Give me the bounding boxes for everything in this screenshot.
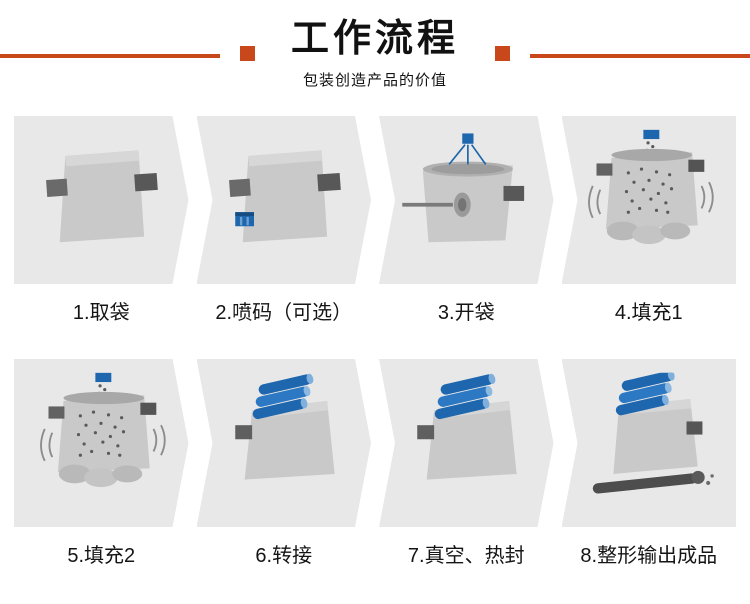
step-cell-4: 4.填充1 xyxy=(561,116,736,325)
workflow-steps: 1.取袋 2.喷码（可选） 3.开袋 4.填充1 5.填充2 xyxy=(0,116,750,568)
bag-transfer-icon xyxy=(209,370,359,516)
left-accent-rule xyxy=(0,54,220,58)
bag-vacuum-seal-icon xyxy=(391,370,541,516)
bag-inkjet-coding-icon xyxy=(209,127,359,273)
bag-opening-icon xyxy=(391,127,541,273)
step-label-2: 2.喷码（可选） xyxy=(215,302,353,324)
step-label-4: 4.填充1 xyxy=(614,302,683,324)
step-panel-3 xyxy=(379,116,554,284)
step-label-5: 5.填充2 xyxy=(67,545,136,567)
step-cell-1: 1.取袋 xyxy=(14,116,189,325)
right-accent-square xyxy=(495,46,511,61)
step-panel-6 xyxy=(197,359,372,527)
step-label-7: 7.真空、热封 xyxy=(407,545,525,567)
step-label-6: 6.转接 xyxy=(255,545,313,567)
step-cell-6: 6.转接 xyxy=(197,359,372,568)
left-accent-square xyxy=(240,46,255,61)
workflow-row-1: 1.取袋 2.喷码（可选） 3.开袋 4.填充1 xyxy=(14,116,736,325)
step-label-8: 8.整形输出成品 xyxy=(580,545,718,567)
step-cell-2: 2.喷码（可选） xyxy=(197,116,372,325)
bag-filling-icon xyxy=(26,370,176,516)
step-label-3: 3.开袋 xyxy=(437,302,495,324)
step-cell-5: 5.填充2 xyxy=(14,359,189,568)
step-label-1: 1.取袋 xyxy=(72,302,130,324)
step-panel-2 xyxy=(197,116,372,284)
header: 工作流程 包装创造产品的价值 xyxy=(0,14,750,90)
step-cell-7: 7.真空、热封 xyxy=(379,359,554,568)
step-panel-4 xyxy=(561,116,736,284)
step-panel-1 xyxy=(14,116,189,284)
step-panel-8 xyxy=(561,359,736,527)
step-cell-8: 8.整形输出成品 xyxy=(561,359,736,568)
page-subtitle: 包装创造产品的价值 xyxy=(302,72,447,89)
workflow-row-2: 5.填充2 6.转接 7.真空、热封 8.整形输出成品 xyxy=(14,359,736,568)
step-cell-3: 3.开袋 xyxy=(379,116,554,325)
bag-pickup-icon xyxy=(26,127,176,273)
bag-filling-icon xyxy=(574,127,724,273)
right-accent-rule xyxy=(530,54,750,58)
step-panel-5 xyxy=(14,359,189,527)
bag-output-icon xyxy=(574,370,724,516)
page-title: 工作流程 xyxy=(291,18,460,60)
step-panel-7 xyxy=(379,359,554,527)
